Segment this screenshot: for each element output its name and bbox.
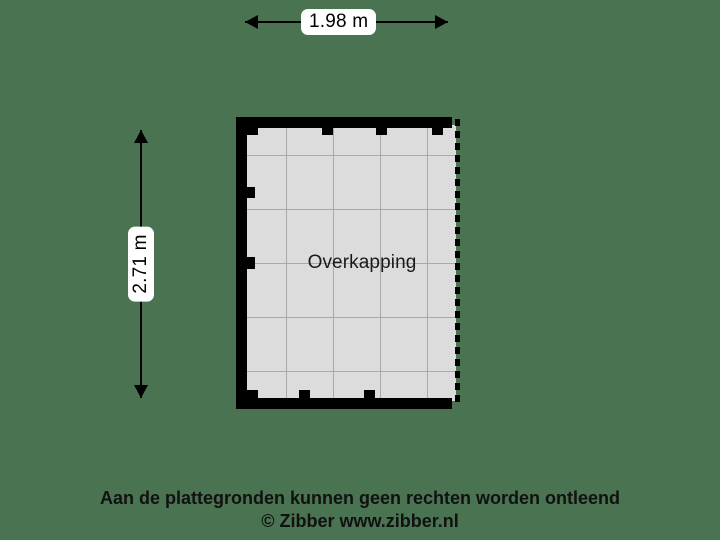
wall-posts-bottom [247, 390, 375, 398]
wall-left [236, 117, 247, 409]
wall-bottom [236, 398, 452, 409]
horizontal-dimension-label: 1.98 m [301, 9, 377, 35]
room-overkapping: Overkapping [236, 117, 464, 409]
footer-line-2: © Zibber www.zibber.nl [261, 511, 459, 531]
floor-grid [244, 125, 456, 401]
wall-posts-left [247, 187, 255, 269]
vertical-dimension-arrow-down-icon [134, 385, 148, 398]
wall-posts-top [247, 128, 443, 135]
room-outline-svg [236, 117, 460, 409]
vertical-dimension-arrow-up-icon [134, 130, 148, 143]
vertical-dimension-label: 2.71 m [128, 226, 154, 302]
horizontal-dimension-arrow-right-icon [435, 15, 448, 29]
footer-disclaimer: Aan de plattegronden kunnen geen rechten… [0, 487, 720, 533]
footer-line-1: Aan de plattegronden kunnen geen rechten… [99, 488, 621, 508]
wall-top [236, 117, 452, 128]
horizontal-dimension-arrow-left-icon [245, 15, 258, 29]
